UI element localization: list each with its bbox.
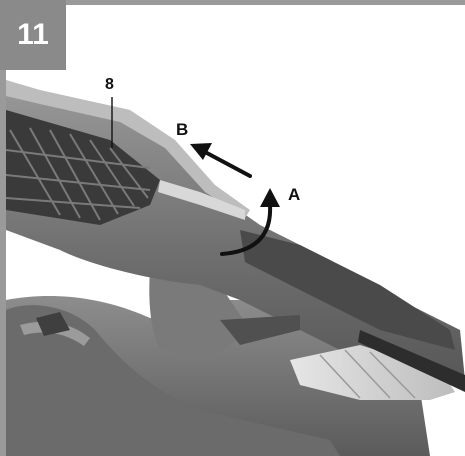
grip-ridge: [20, 321, 90, 346]
frame-left-border: [0, 0, 6, 456]
neck-housing: [149, 266, 250, 360]
blade-plate: [290, 345, 455, 400]
frame-top-border: [0, 0, 465, 5]
straight-arrow-icon: [190, 143, 252, 178]
vent-grille: [6, 110, 160, 225]
blade-guard: [240, 230, 455, 350]
plate-lines: [319, 349, 416, 399]
blade-edge: [358, 330, 465, 392]
curved-arrow-icon: [220, 188, 280, 256]
callout-label-b: B: [176, 120, 189, 139]
grip-slot: [36, 312, 70, 336]
callout-label-8: 8: [105, 76, 114, 93]
cover-edge: [158, 180, 245, 220]
vent-slats: [6, 127, 151, 221]
grip-handle: [6, 305, 340, 456]
figure-number-badge: 11: [0, 0, 66, 70]
callout-label-a: A: [288, 185, 301, 204]
inner-recess: [220, 315, 300, 345]
